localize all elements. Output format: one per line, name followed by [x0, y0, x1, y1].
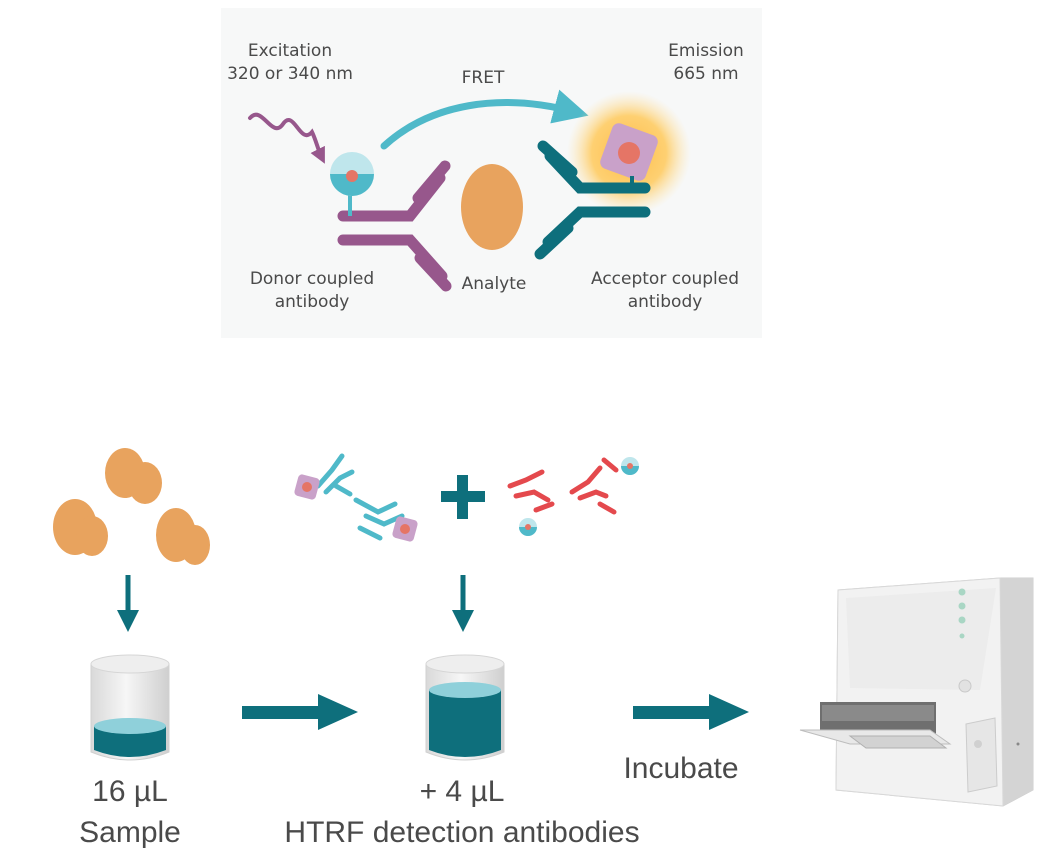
step-arrow-1-icon — [242, 694, 358, 730]
sample-volume: 16 µL — [92, 775, 168, 808]
excitation-wavelength: 320 or 340 nm — [227, 64, 353, 84]
antibody-down-arrow-icon — [452, 575, 474, 632]
step-arrow-2-icon — [633, 694, 749, 730]
donor-antibodies-icon — [294, 453, 418, 542]
fret-label: FRET — [462, 68, 505, 88]
antibody-volume: + 4 µL — [420, 775, 505, 808]
analyte-label: Analyte — [462, 274, 527, 294]
acceptor-antibody-icon — [534, 140, 651, 260]
donor-antibody-icon — [337, 160, 452, 292]
donor-fluorophore-icon — [330, 152, 374, 196]
fret-panel: Excitation 320 or 340 nm FRET Emission 6… — [221, 8, 762, 338]
donor-label: Donor coupled — [250, 269, 374, 289]
excitation-label: Excitation — [248, 41, 332, 61]
donor-label-line2: antibody — [275, 292, 350, 312]
antibody-label: HTRF detection antibodies — [284, 816, 639, 849]
sample-well-icon — [90, 654, 170, 761]
acceptor-antibodies-icon — [507, 457, 639, 536]
acceptor-label: Acceptor coupled — [591, 269, 739, 289]
sample-cells-icon — [53, 448, 210, 565]
fret-arrow-icon — [380, 89, 589, 150]
acceptor-label-line2: antibody — [628, 292, 703, 312]
sample-down-arrow-icon — [117, 575, 139, 632]
plate-reader-icon — [799, 577, 1034, 807]
antibody-well-icon — [425, 654, 505, 761]
emission-wavelength: 665 nm — [673, 64, 738, 84]
excitation-wave-icon — [248, 112, 325, 164]
plus-icon — [441, 475, 485, 519]
sample-label: Sample — [79, 816, 181, 849]
acceptor-fluorophore-icon — [600, 123, 658, 181]
emission-label: Emission — [668, 41, 744, 61]
incubate-label: Incubate — [623, 752, 738, 785]
analyte-icon — [461, 164, 523, 250]
